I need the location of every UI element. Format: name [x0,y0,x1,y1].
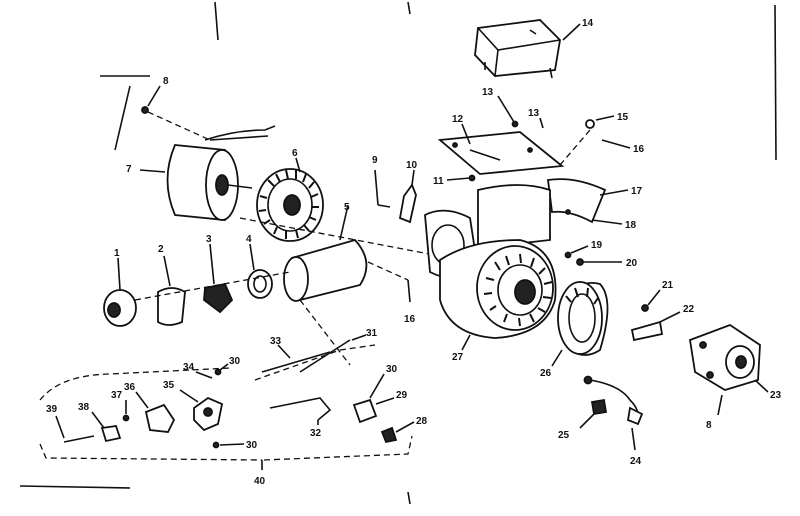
callout-40: 40 [254,476,266,487]
callout-34: 34 [183,362,195,373]
callout-3: 3 [206,234,212,245]
part-7-motor [139,125,276,221]
callout-12: 12 [452,114,464,125]
callout-37: 37 [111,390,123,401]
callout-5: 5 [344,202,350,213]
assembly-line [134,271,291,301]
callout-18: 18 [625,220,637,231]
callout-14: 14 [582,18,594,29]
part-16b-screw [367,261,411,303]
part-15-nut [585,115,615,129]
border-mark [774,4,777,161]
part-8b-screw [717,394,723,416]
callout-33: 33 [270,336,282,347]
callout-10: 10 [406,160,418,171]
part-11-screw [446,174,476,182]
callout-29: 29 [396,390,408,401]
part-28-nut [380,421,415,444]
part-21-screw [641,289,661,312]
part-30b-screw [212,441,245,449]
part-12-mounting-plate [437,123,565,175]
part-6-blower-wheel [256,157,324,242]
part-14-transformer [474,19,581,79]
part-23-fuel-pump [688,323,769,393]
part-18-screw [591,219,623,225]
callout-38: 38 [78,402,90,413]
part-3-adapter [203,243,234,314]
callout-8b: 8 [706,420,712,431]
callout-1: 1 [114,248,120,259]
part-37-screw [122,400,130,422]
part-38-nut [91,411,122,443]
part-30c-clamp [352,373,385,424]
part-13-screws [497,95,544,129]
callout-27: 27 [452,352,464,363]
part-27-burner-housing [424,184,557,351]
part-16-screw [601,139,631,149]
part-10-bracket [398,169,417,224]
callout-30c: 30 [386,364,398,375]
callout-23: 23 [770,390,782,401]
part-30a-screw [214,363,229,376]
border-mark [214,1,219,41]
part-35-electrode-bracket [179,389,224,432]
part-8-screw [100,75,211,151]
callout-13b: 13 [528,108,540,119]
part-33-electrode [261,344,331,373]
callout-36: 36 [124,382,136,393]
callout-20: 20 [626,258,638,269]
callout-2: 2 [158,244,164,255]
assembly-line [254,344,376,381]
callout-8: 8 [163,76,169,87]
callout-11: 11 [433,176,444,187]
part-1-nozzle-cap [103,257,137,327]
callout-16: 16 [633,144,645,155]
assembly-line [559,129,591,166]
callout-24: 24 [630,456,642,467]
callout-13: 13 [482,87,494,98]
part-34-clip [195,371,213,379]
callout-16b: 16 [404,314,416,325]
part-26-air-band [551,281,609,367]
callout-17: 17 [631,186,643,197]
callout-26: 26 [540,368,552,379]
callout-32: 32 [310,428,322,439]
callout-21: 21 [662,280,674,291]
callout-7: 7 [126,164,132,175]
callout-15: 15 [617,112,629,123]
callout-39: 39 [46,404,58,415]
callout-25: 25 [558,430,570,441]
part-29-screw [375,397,395,405]
callout-30b: 30 [246,440,258,451]
callout-28: 28 [416,416,428,427]
part-4-gasket [247,243,273,299]
callout-9: 9 [372,155,378,166]
assembly-line [299,299,351,366]
callout-19: 19 [591,240,603,251]
part-31-electrode [299,334,367,373]
part-2-sleeve [157,255,186,326]
part-32-tube [269,397,332,425]
part-36-insulator [135,391,176,433]
part-24-oil-line [583,375,644,451]
callout-6: 6 [292,148,298,159]
part-39-bolt [55,415,95,443]
callout-22: 22 [683,304,695,315]
part-9-bolt [374,169,391,208]
border-mark [19,485,131,489]
part-5-blast-tube [283,204,368,302]
callout-35: 35 [163,380,175,391]
part-25-fitting [579,398,608,429]
part-22-fitting [630,311,681,342]
group-40-bracket [39,435,413,461]
part-20-bolt [576,258,622,266]
part-17-cover [546,178,629,224]
callout-31: 31 [366,328,378,339]
border-mark [407,491,411,505]
part-19-screw [564,245,589,259]
border-mark [407,1,411,15]
callout-30a: 30 [229,356,241,367]
callout-4: 4 [246,234,252,245]
